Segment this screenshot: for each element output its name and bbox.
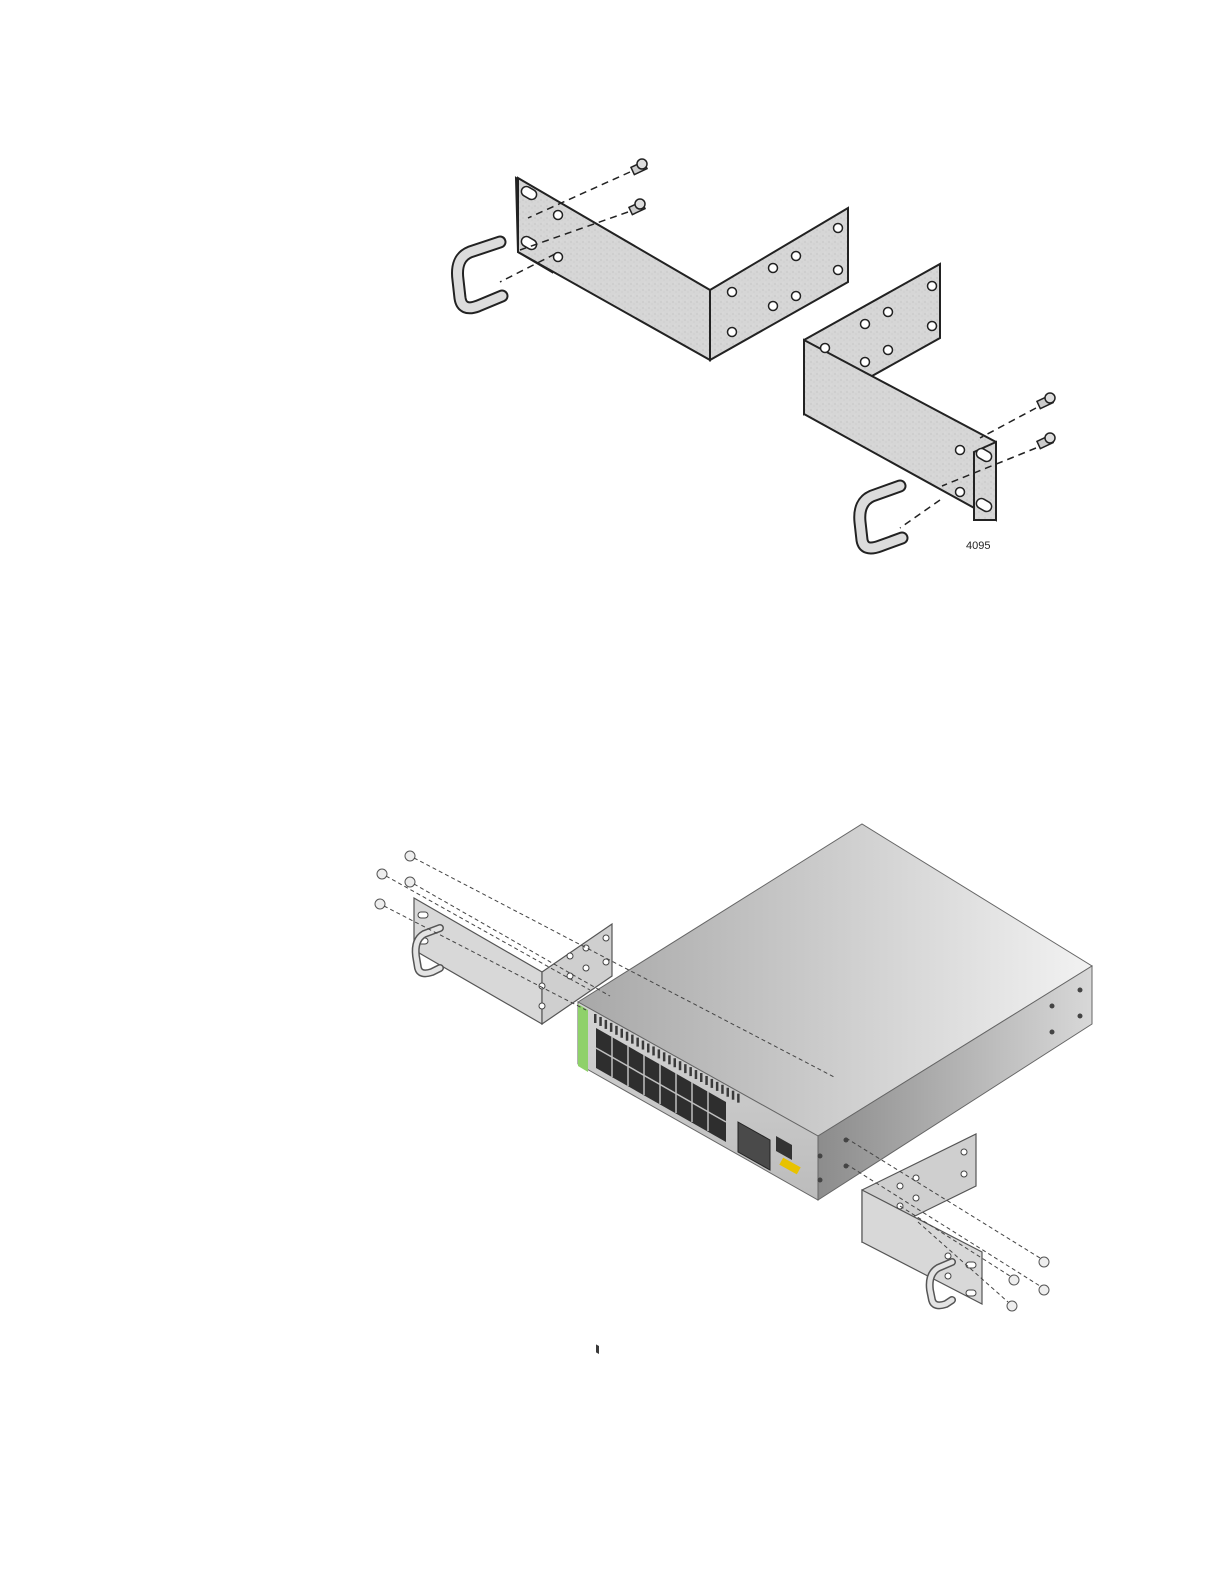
vent-slot	[663, 1052, 666, 1061]
vent-slot	[705, 1076, 708, 1085]
vent-slot	[599, 1017, 602, 1026]
bracket-hole	[956, 488, 965, 497]
vent-slot	[668, 1055, 671, 1064]
vent-slot	[737, 1094, 740, 1103]
left-screws-install	[375, 851, 415, 909]
bracket-hole	[792, 292, 801, 301]
right-handle	[860, 486, 902, 548]
bracket-hole	[861, 358, 870, 367]
bracket-hole	[884, 308, 893, 317]
vent-slot	[711, 1079, 714, 1088]
vent-slot	[732, 1091, 735, 1100]
vent-slot	[642, 1041, 645, 1050]
vent-slot	[689, 1067, 692, 1076]
bracket-hole	[769, 264, 778, 273]
bracket-hole	[884, 346, 893, 355]
right-screw-top	[1037, 393, 1055, 409]
front-vents	[596, 1344, 599, 1354]
switch-chassis	[578, 824, 1092, 1354]
bracket-hole	[792, 252, 801, 261]
bracket-hole	[928, 282, 937, 291]
vent-slot	[621, 1029, 624, 1038]
vent-slot	[647, 1044, 650, 1053]
side-hole	[818, 1178, 823, 1183]
bracket-hole	[834, 224, 843, 233]
vent-slot	[594, 1014, 597, 1023]
right-screw-bottom	[1037, 433, 1055, 449]
vent-slot	[716, 1082, 719, 1091]
bracket-hole	[861, 320, 870, 329]
bracket-hole	[928, 322, 937, 331]
vent-slot	[700, 1073, 703, 1082]
vent-slot	[610, 1023, 613, 1032]
vent-slot	[721, 1085, 724, 1094]
vent-slot	[636, 1038, 639, 1047]
side-hole	[1078, 1014, 1083, 1019]
vent-slot	[727, 1088, 730, 1097]
right-bracket-side	[804, 340, 996, 520]
brand-stripe	[578, 1004, 588, 1072]
bracket-hole	[821, 344, 830, 353]
side-hole	[1078, 988, 1083, 993]
bracket-hole	[728, 328, 737, 337]
bracket-hole	[834, 266, 843, 275]
left-bracket-side	[518, 178, 710, 360]
vent-slot	[626, 1032, 629, 1041]
vent-slot	[605, 1020, 608, 1029]
switch-bracket-install-diagram	[0, 780, 1224, 1380]
bracket-hole	[728, 288, 737, 297]
side-hole	[818, 1154, 823, 1159]
left-bracket	[516, 178, 848, 360]
bracket-hole	[769, 302, 778, 311]
bracket-hole	[956, 446, 965, 455]
vent-slot	[652, 1046, 655, 1055]
left-screw-bottom	[629, 199, 645, 215]
vent-slot	[615, 1026, 618, 1035]
bracket-handle-exploded-diagram: 4095	[0, 0, 1224, 620]
left-screw-top	[631, 159, 647, 175]
right-screws-install	[1007, 1257, 1049, 1311]
vent-slot	[658, 1049, 661, 1058]
figure-number: 4095	[966, 540, 990, 552]
left-handle	[458, 242, 503, 308]
side-hole	[1050, 1030, 1055, 1035]
vent-slot	[684, 1064, 687, 1073]
vent-slot	[679, 1061, 682, 1070]
side-hole	[1050, 1004, 1055, 1009]
vent-slot	[631, 1035, 634, 1044]
bracket-hole	[554, 211, 563, 220]
vent-slot	[674, 1058, 677, 1067]
vent-slot	[695, 1070, 698, 1079]
